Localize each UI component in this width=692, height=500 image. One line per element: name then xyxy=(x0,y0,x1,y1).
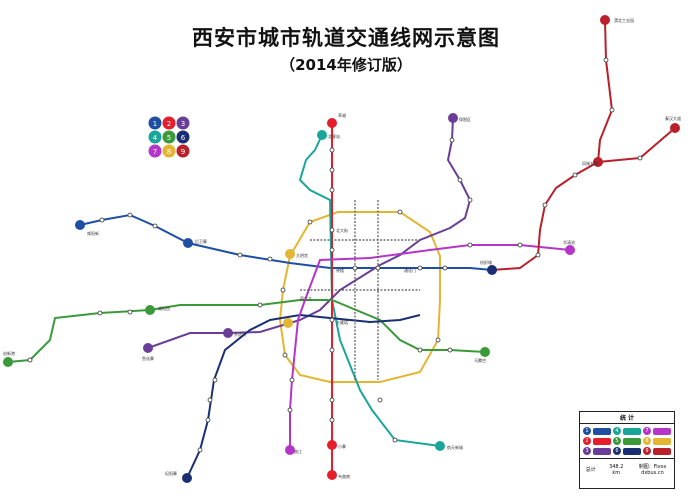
map-title: 西安市城市轨道交通线网示意图 xyxy=(192,26,500,50)
terminal-l1-east xyxy=(487,265,497,275)
terminal-l9-mid xyxy=(593,157,603,167)
label-l5-mid: 咸阳西 xyxy=(158,305,170,311)
terminal-l4-north xyxy=(317,130,327,140)
label-l2-south: 韦曲南 xyxy=(338,473,350,479)
stats-row-2: 2 xyxy=(583,437,611,445)
terminal-l1-mid xyxy=(183,238,193,248)
label-l3-north: 保税区 xyxy=(459,116,471,122)
stats-row-4: 4 xyxy=(613,427,641,435)
legend-line-7: 7 xyxy=(148,144,162,158)
label-l3-sw: 鱼化寨 xyxy=(142,355,154,361)
label-l7-east: 华清池 xyxy=(563,239,575,245)
stats-row-8: 8 xyxy=(643,437,671,445)
legend-line-4: 4 xyxy=(148,130,162,144)
station-dots xyxy=(27,57,643,453)
label-l1-east: 纺织城 xyxy=(480,259,492,265)
line-legend: 1 2 3 4 5 6 7 8 9 xyxy=(148,116,190,158)
label-l5-east: 马腾空 xyxy=(474,357,486,363)
svg-text:8: 8 xyxy=(167,148,171,156)
statistics-panel: 统 计 1 4 7 2 5 8 3 6 9 总计 348.2 km 制图：Fiv… xyxy=(579,411,675,489)
label-l7-south: 曲江 xyxy=(294,448,302,454)
terminal-l5-west xyxy=(3,357,13,367)
svg-text:9: 9 xyxy=(181,148,185,156)
label-l9-north: 渭北工业园 xyxy=(614,17,634,23)
svg-text:4: 4 xyxy=(153,134,158,142)
label-l1-west: 咸阳新 xyxy=(87,230,99,236)
terminal-l3-sw xyxy=(143,343,153,353)
legend-line-1: 1 xyxy=(148,116,162,130)
terminal-l9-ne xyxy=(670,123,680,133)
terminal-l5-east xyxy=(480,347,490,357)
stats-row-1: 1 xyxy=(583,427,611,435)
label-l8-sta: 大明宫 xyxy=(296,252,308,258)
label-dayan: 大雁塔 xyxy=(336,319,348,325)
stats-header: 统 计 xyxy=(580,412,674,424)
label-l4-south: 航天新城 xyxy=(447,444,463,450)
svg-text:7: 7 xyxy=(153,148,157,156)
label-l5-west: 创新港 xyxy=(3,350,15,356)
label-l2-mid: 小寨 xyxy=(338,443,346,449)
terminal-l7-south xyxy=(285,445,295,455)
terminal-l4-south xyxy=(435,441,445,451)
terminal-l3-north xyxy=(448,113,458,123)
terminal-l1-west xyxy=(75,220,85,230)
terminal-l2-south xyxy=(327,470,337,480)
stats-total-label: 总计 xyxy=(585,467,596,473)
terminal-labels: 咸阳新 后卫寨 草滩 韦曲南 小寨 保税区 鱼化寨 开远门 北客站 航天新城 创… xyxy=(3,17,681,479)
terminal-l8-station-2 xyxy=(283,318,293,328)
legend-line-2: 2 xyxy=(162,116,176,130)
terminal-l7-east xyxy=(565,245,575,255)
label-l9-mid: 凤城五路 xyxy=(582,160,598,166)
terminal-l3-mid xyxy=(223,328,233,338)
svg-text:6: 6 xyxy=(181,134,186,142)
central-grid xyxy=(300,200,420,380)
legend-line-3: 3 xyxy=(176,116,190,130)
map-subtitle: （2014年修订版） xyxy=(280,56,412,74)
label-l3-mid: 开远门 xyxy=(234,331,246,337)
terminal-l2-north xyxy=(327,118,337,128)
line-5[interactable] xyxy=(7,299,486,363)
line-1[interactable] xyxy=(79,213,493,271)
stats-row-6: 6 xyxy=(613,447,641,455)
legend-line-5: 5 xyxy=(162,130,176,144)
terminal-badges[interactable] xyxy=(3,15,680,483)
legend-line-8: 8 xyxy=(162,144,176,158)
svg-text:2: 2 xyxy=(167,120,171,128)
line-8[interactable] xyxy=(278,211,441,383)
stats-maker: 制图：Fivos dxbus.cn xyxy=(638,464,667,476)
terminal-l5-mid xyxy=(145,305,155,315)
svg-text:5: 5 xyxy=(167,134,171,142)
label-xigong: 西工大 xyxy=(300,295,312,301)
line-7[interactable] xyxy=(289,244,571,450)
stats-footer: 总计 348.2 km 制图：Fivos dxbus.cn xyxy=(580,458,674,480)
label-tongyang: 通化门 xyxy=(404,267,416,273)
stats-total-value: 348.2 km xyxy=(609,463,624,476)
stats-row-7: 7 xyxy=(643,427,671,435)
label-l2-north: 草滩 xyxy=(338,112,346,118)
label-l9-ne: 秦汉大道 xyxy=(665,115,681,121)
label-zhonglou: 钟楼 xyxy=(336,267,344,273)
terminal-l9-north xyxy=(600,15,610,25)
legend-line-9: 9 xyxy=(176,144,190,158)
svg-text:1: 1 xyxy=(153,120,157,128)
stats-grid: 1 4 7 2 5 8 3 6 9 xyxy=(580,424,674,457)
stats-row-5: 5 xyxy=(613,437,641,445)
label-beidajie: 北大街 xyxy=(336,227,348,233)
legend-line-6: 6 xyxy=(176,130,190,144)
label-l1-mid: 后卫寨 xyxy=(195,238,207,244)
line-6[interactable] xyxy=(186,313,421,479)
stats-row-9: 9 xyxy=(643,447,671,455)
line-9[interactable] xyxy=(491,19,676,271)
svg-text:3: 3 xyxy=(181,120,185,128)
label-l4-north: 北客站 xyxy=(328,133,340,139)
line-3[interactable] xyxy=(147,117,472,349)
stats-row-3: 3 xyxy=(583,447,611,455)
label-l6-south: 纪阳寨 xyxy=(165,470,177,476)
terminal-l2-mid xyxy=(327,440,337,450)
terminal-l8-station xyxy=(285,249,295,259)
terminal-l6-south xyxy=(182,473,192,483)
